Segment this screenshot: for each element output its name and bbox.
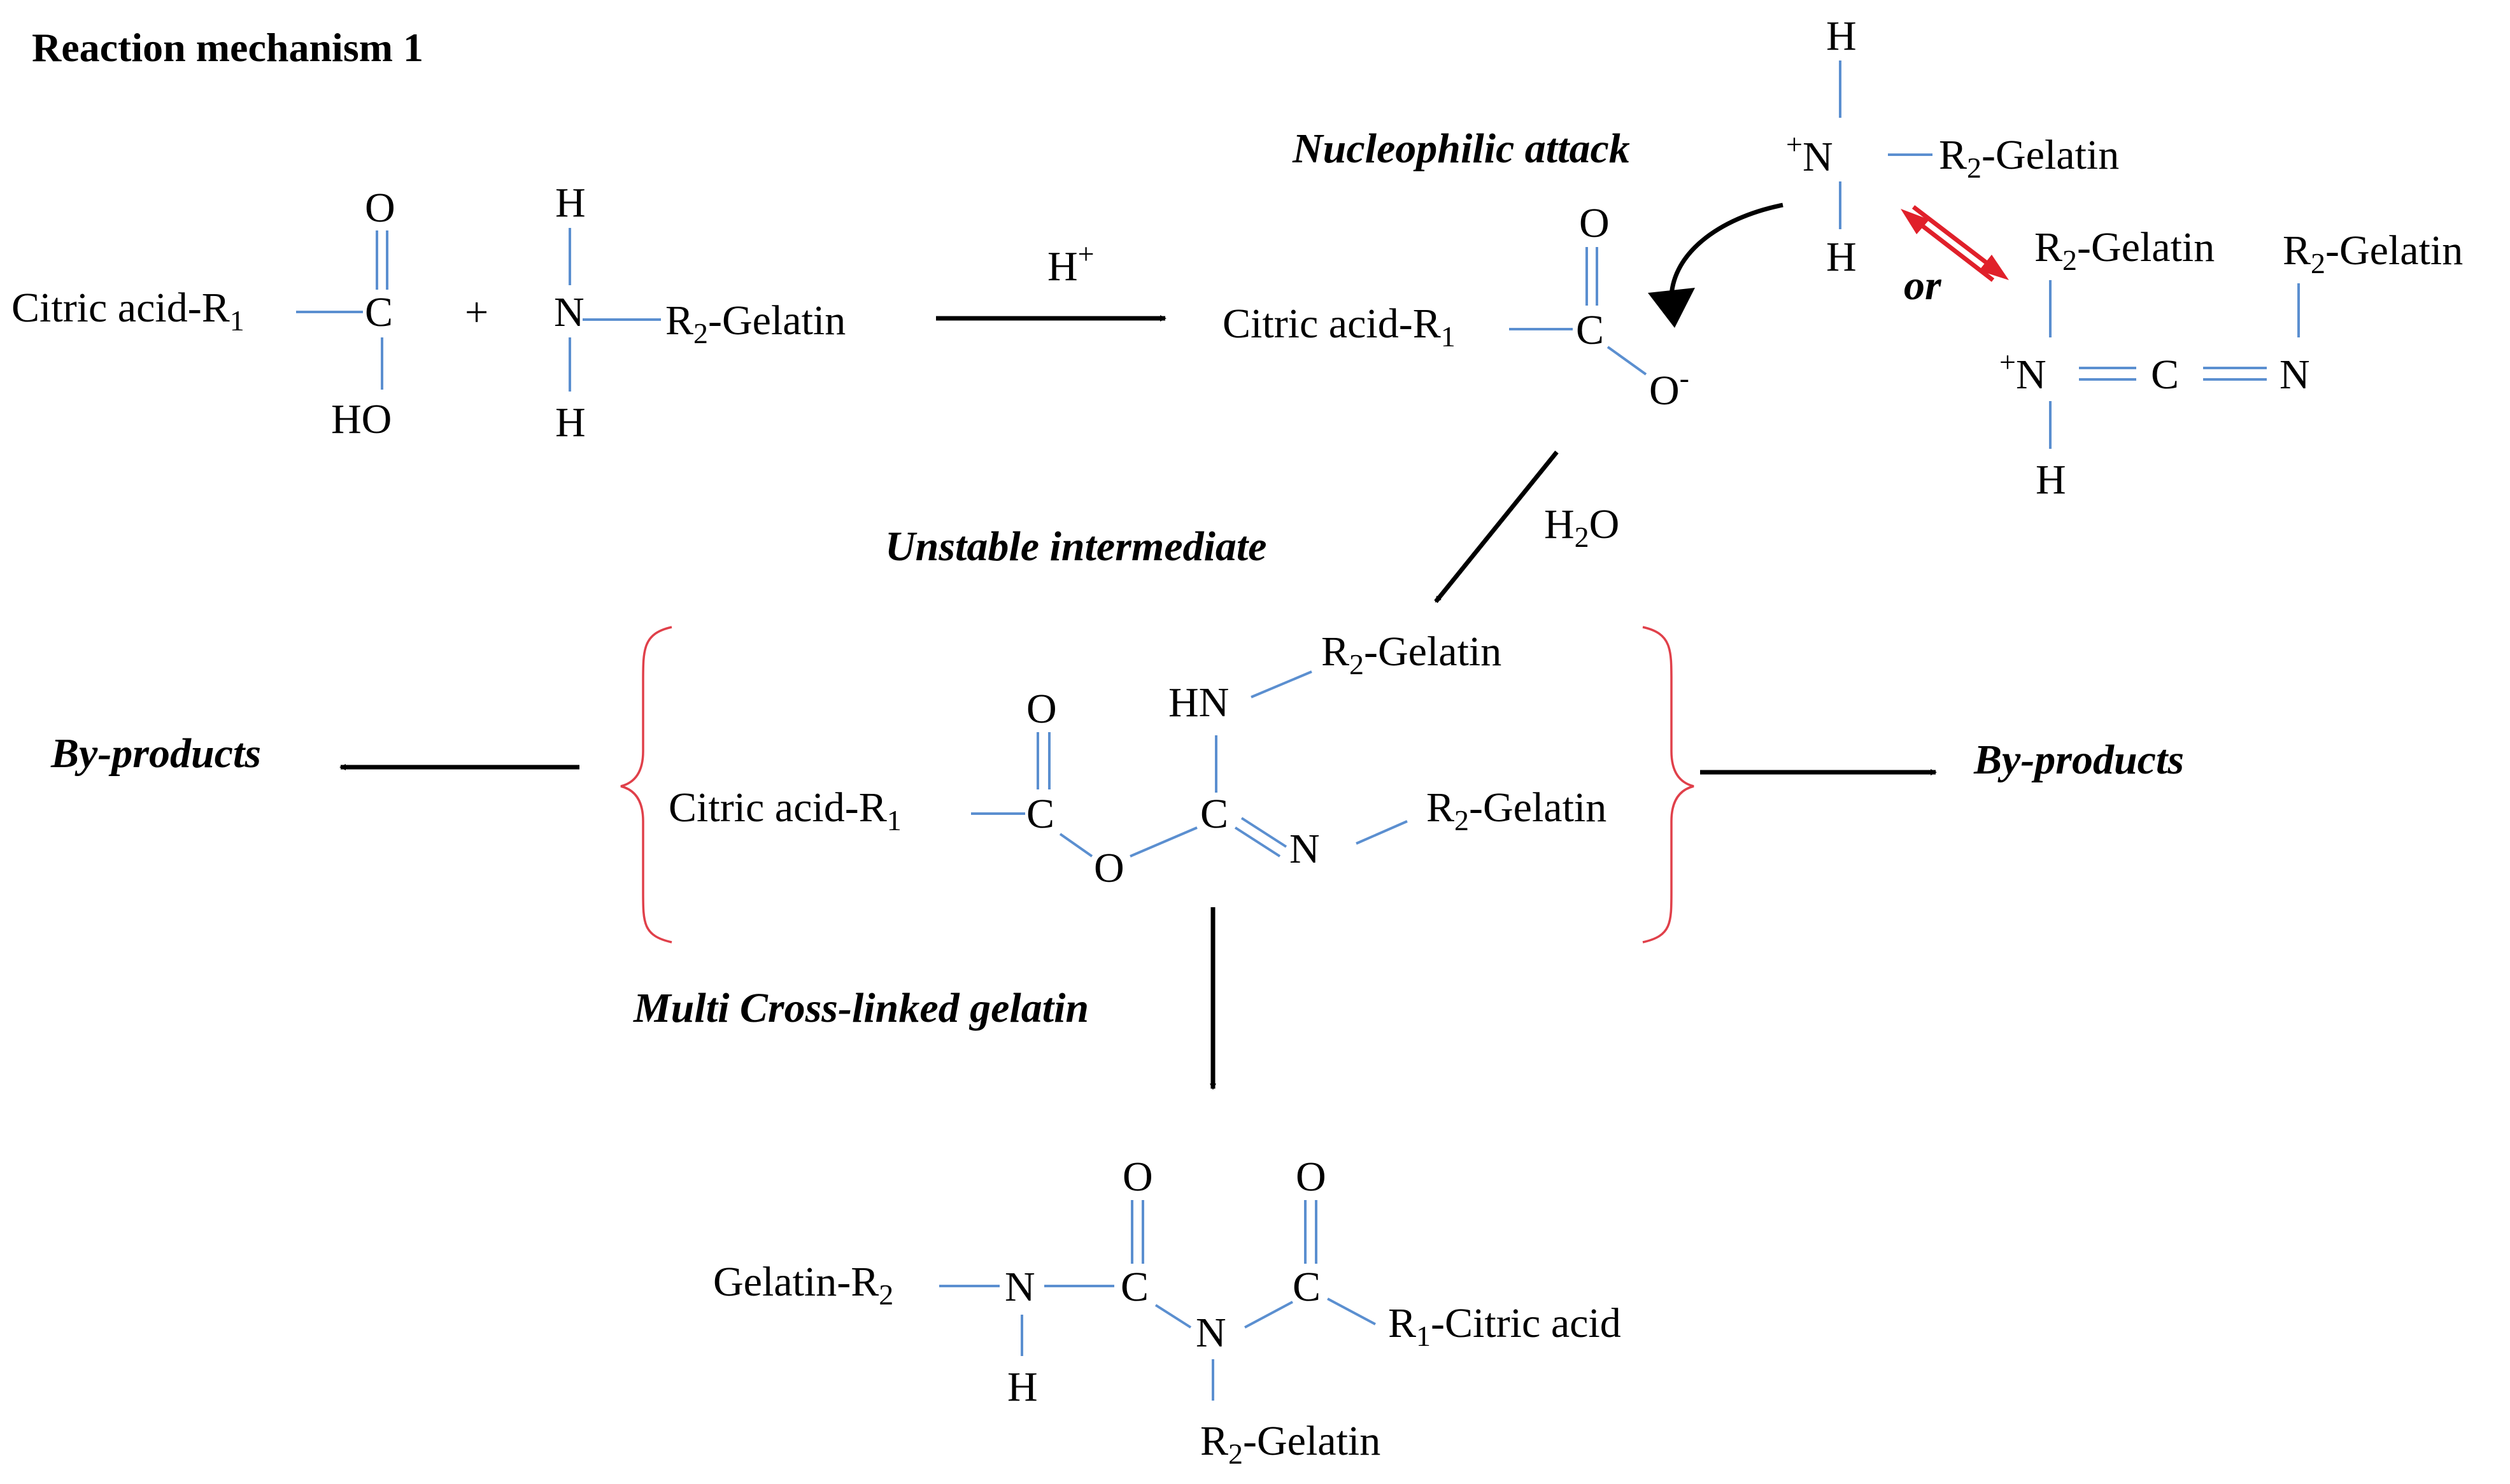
citric-acid-r1-label: Citric acid-R1 [11,285,245,337]
scheme-title: Reaction mechanism 1 [32,25,423,70]
curved-arrow-head [1648,288,1695,328]
atom-c: C [365,289,393,336]
atom-n-plus-cd: +N [1999,346,2046,398]
equilibrium-head-back [1901,209,1929,234]
r2-gelatin-label-ammonium: R2-Gelatin [1939,132,2119,184]
atom-n: N [554,289,585,336]
atom-o-2: O [1579,200,1610,246]
bond-c-n-double-b [1240,817,1287,848]
atom-c-int: C [1026,791,1054,837]
atom-c-2: C [1576,307,1604,353]
citric-acid-r1-label-3: Citric acid-R1 [669,784,902,837]
r2-gelatin-label-p: R2-Gelatin [1200,1418,1380,1470]
atom-o-minus: O- [1649,362,1689,414]
reactant-amine-gelatin: H N R2-Gelatin H [554,180,846,446]
atom-n-cd: N [2280,351,2310,398]
atom-h-bottom: H [555,399,586,446]
bond-p-n2-c2 [1244,1301,1293,1329]
atom-o: O [365,185,395,231]
r2-gelatin-label-int2: R2-Gelatin [1426,784,1606,837]
equilibrium-line-back [1908,215,1995,282]
equilibrium-line-forward [1911,205,2001,274]
atom-ho: HO [331,396,392,442]
bond-c-n-double-a [1234,826,1281,858]
h-plus-label: H+ [1047,237,1095,290]
crosslinked-product: Gelatin-R2 N H C O N C O R1-Citric acid … [713,1154,1621,1470]
carbodiimide: R2-Gelatin R2-Gelatin +N C N H [1999,224,2463,503]
ammonium-gelatin: H +N R2-Gelatin H [1786,13,2119,280]
bond-c-o-minus [1606,346,1647,376]
r2-gelatin-label-cd2: R2-Gelatin [2283,227,2463,279]
right-brace [1642,626,1694,943]
atom-c-p1: C [1121,1264,1149,1310]
atom-c-cd: C [2151,351,2179,398]
atom-h-p: H [1007,1364,1038,1410]
atom-o-p2: O [1296,1154,1326,1200]
equilibrium-arrows [1901,205,2009,282]
plus-sign: + [465,289,488,336]
byproducts-left-label: By-products [50,730,261,777]
reactant-citric-acid: Citric acid-R1 C O HO [11,185,395,442]
atom-h-top: H [555,180,586,226]
r2-gelatin-label-cd1: R2-Gelatin [2034,224,2215,276]
atom-n-int: N [1289,826,1320,872]
atom-c-amidine: C [1200,791,1228,837]
unstable-intermediate: Citric acid-R1 C O O C HN R2-Gelatin N R… [620,626,1694,943]
atom-hn: HN [1168,679,1229,726]
arrow-hydration [1434,450,1559,604]
atom-n-p2: N [1196,1310,1226,1356]
bond-n-r2-int [1356,820,1408,845]
or-label: or [1904,262,1942,309]
gelatin-r2-label: Gelatin-R2 [713,1259,893,1311]
atom-o-ester: O [1094,845,1124,891]
left-brace [620,626,672,943]
h2o-label: H2O [1544,501,1619,553]
bond-p-c2-r1 [1327,1297,1376,1325]
atom-o-int: O [1026,686,1057,732]
atom-n-plus: +N [1786,128,1833,180]
r2-gelatin-label-int1: R2-Gelatin [1321,628,1501,681]
bond-hn-r2 [1251,670,1312,698]
bond-int-c-o-ester [1059,833,1093,858]
equilibrium-head-forward [1979,255,2009,280]
atom-h-ammonium-bottom: H [1826,234,1857,280]
unstable-intermediate-label: Unstable intermediate [885,523,1266,570]
bond-o-c-amidine [1130,826,1198,858]
citric-acid-r1-label-2: Citric acid-R1 [1223,300,1456,353]
byproducts-right-label: By-products [1973,737,2184,783]
nucleophilic-attack-label: Nucleophilic attack [1292,125,1630,172]
atom-n-p1: N [1005,1264,1035,1310]
carboxylate: Citric acid-R1 C O O- [1223,200,1689,414]
atom-h-cd: H [2036,456,2066,503]
bond-p-c1-n2 [1154,1304,1192,1329]
atom-o-p1: O [1123,1154,1153,1200]
r2-gelatin-label: R2-Gelatin [665,297,846,350]
atom-c-p2: C [1293,1264,1321,1310]
multi-crosslinked-label: Multi Cross-linked gelatin [633,985,1089,1031]
r1-citric-acid-label: R1-Citric acid [1388,1300,1621,1352]
curved-attack-arrow [1669,202,1783,305]
atom-h-ammonium-top: H [1826,13,1857,59]
